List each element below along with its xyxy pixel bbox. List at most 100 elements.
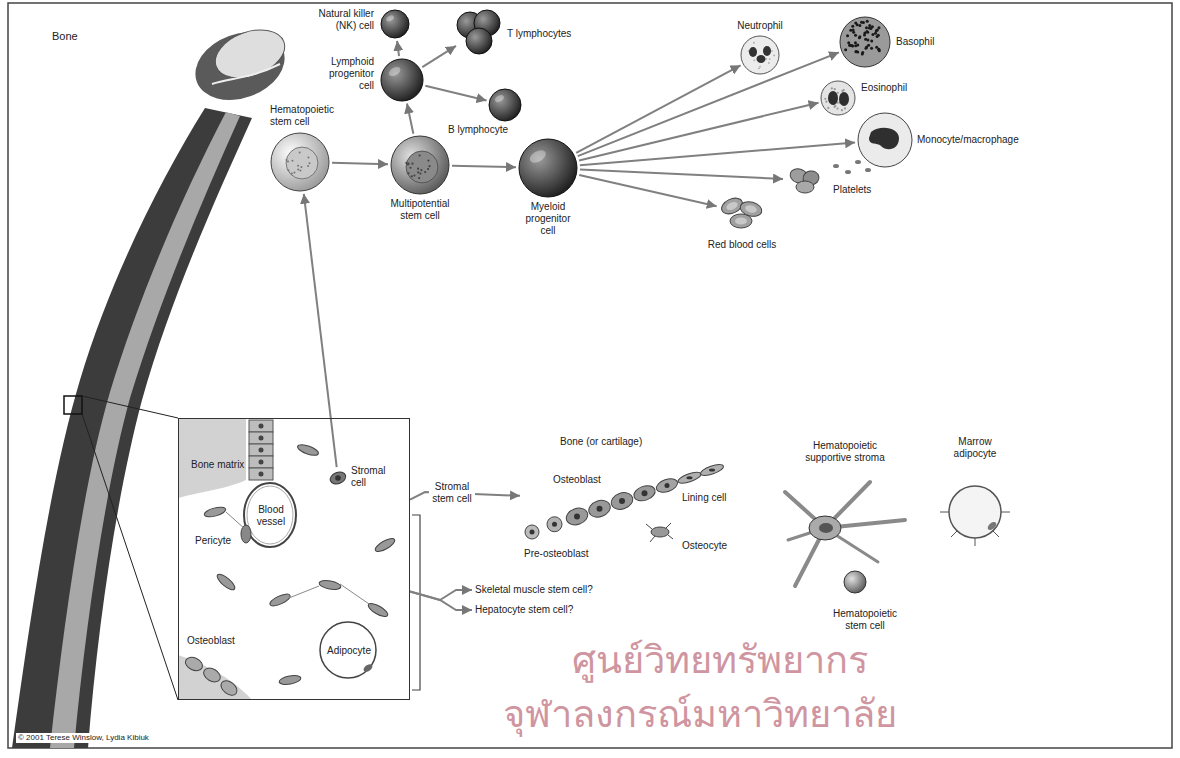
- b-lymphocyte-drawing: [488, 88, 522, 122]
- inset-illustration: [320, 622, 376, 678]
- inset-illustration: [226, 512, 246, 530]
- bone-illustration: [212, 64, 280, 84]
- monocyte-macrophage-drawing: [857, 112, 913, 168]
- zoom-lines: [64, 396, 178, 700]
- eosinophil-drawing: [841, 90, 843, 92]
- nk-cell-drawing: [381, 10, 409, 38]
- basophil-drawing: [844, 48, 847, 51]
- multipotential-stem-cell: Multipotential stem cell: [390, 135, 450, 195]
- inset-illustration: [249, 432, 273, 444]
- basophil-drawing: [877, 26, 880, 29]
- osteoblast-chain: [530, 530, 535, 535]
- stromal-cell-drawing: [329, 470, 348, 486]
- inset-illustration: [178, 418, 246, 498]
- inset-illustration: [241, 525, 251, 543]
- osteocyte: [650, 536, 655, 542]
- stromal-support-cell: [809, 516, 841, 540]
- multipotential-stem-cell-drawing: [420, 169, 422, 171]
- eosinophil: Eosinophil: [820, 80, 856, 116]
- multipotential-stem-cell-drawing: [419, 154, 421, 156]
- multipotential-stem-cell-drawing: [413, 174, 415, 176]
- lymphoid-progenitor-drawing: [381, 59, 423, 101]
- basophil-drawing: [861, 52, 864, 55]
- neutrophil: Neutrophil: [740, 35, 780, 75]
- inset-illustration: [268, 592, 291, 609]
- arrow-connector: [580, 142, 855, 165]
- hematopoietic-stem-cell-drawing: [286, 147, 318, 179]
- arrow-connector: [410, 592, 472, 610]
- neutrophil-drawing: [759, 66, 761, 68]
- osteoblast-chain: [552, 522, 557, 527]
- nk-cell-drawing: [385, 14, 395, 23]
- arrow-connector: [578, 52, 839, 156]
- cell-label: Eosinophil: [861, 82, 907, 94]
- neutrophil-drawing: [771, 50, 773, 52]
- osteoblast-chain: [642, 490, 648, 496]
- arrow-connector: [422, 46, 456, 67]
- arrow-connector: [579, 103, 818, 161]
- inset-illustration: [340, 584, 372, 606]
- marrow-adipocyte-cell: [940, 486, 1010, 546]
- watermark: ศูนย์วิทยทรัพยากร: [572, 638, 868, 682]
- inset-box: Bone matrixBlood vesselPericyteOsteoblas…: [178, 418, 410, 700]
- monocyte-macrophage: Monocyte/macrophage: [857, 112, 913, 168]
- hematopoietic-stem-cell-drawing: [270, 132, 330, 192]
- inset-illustration: [249, 420, 273, 432]
- edge-label: Stromal stem cell: [429, 481, 475, 505]
- t-lymphocytes-drawing: [454, 8, 502, 56]
- arrow-connector: [425, 86, 486, 101]
- cell-label: Adipocyte: [325, 645, 373, 657]
- stem-cell-target: Skeletal muscle stem cell?: [472, 583, 598, 597]
- inset-illustration: [289, 586, 319, 598]
- platelet-fragments: [845, 170, 851, 174]
- basophil-drawing: [858, 24, 861, 27]
- nk-cell-drawing: [380, 9, 410, 39]
- bracket: [412, 515, 420, 690]
- myeloid-progenitor-drawing: [528, 148, 548, 166]
- marrow-adipocyte-cell: [951, 531, 957, 537]
- eosinophil-drawing: [825, 101, 827, 103]
- multipotential-stem-cell-drawing: [409, 167, 411, 169]
- cell-label: Platelets: [833, 184, 871, 196]
- supportive-stroma-group: Hematopoietic supportive stromaHematopoi…: [775, 440, 915, 635]
- inset-illustration: [259, 424, 264, 429]
- cell-label: Basophil: [896, 36, 934, 48]
- basophil-drawing: [854, 34, 857, 37]
- osteocyte: [668, 535, 673, 539]
- hematopoietic-stem-cell-drawing: [300, 166, 302, 168]
- bone-illustration: [209, 21, 292, 87]
- t-lymphocytes: T lymphocytes: [454, 8, 502, 56]
- osteoblast-chain: [525, 525, 539, 539]
- connectors: [304, 41, 855, 610]
- multipotential-stem-cell-drawing: [417, 168, 419, 170]
- platelet-fragments: [833, 164, 839, 168]
- stromal-support-cell: [819, 523, 833, 533]
- basophil-drawing: [866, 39, 869, 42]
- platelets: Platelets: [785, 160, 825, 200]
- basophil-drawing: [877, 48, 880, 51]
- basophil-drawing: [865, 26, 868, 29]
- eosinophil-drawing: [821, 81, 855, 115]
- cell-label: Osteoblast: [553, 474, 601, 486]
- multipotential-stem-cell-drawing: [390, 135, 450, 195]
- eosinophil-drawing: [844, 107, 846, 109]
- arrow-connector: [407, 103, 413, 133]
- basophil-drawing: [851, 25, 854, 28]
- hematopoietic-stem-cell-drawing: [285, 159, 287, 161]
- basophil-drawing: [847, 41, 850, 44]
- neutrophil-drawing: [753, 42, 755, 44]
- basophil-drawing: [839, 16, 891, 68]
- hematopoietic-stem-cell-drawing: [297, 165, 299, 167]
- marrow-adipocyte-cell: [993, 531, 999, 537]
- zoom-lines: [64, 396, 82, 414]
- inset-illustration: [201, 665, 223, 684]
- multipotential-stem-cell-drawing: [407, 172, 409, 174]
- hematopoietic-stem-cell-drawing: [288, 169, 290, 171]
- basophil-drawing: [855, 50, 858, 53]
- multipotential-stem-cell-drawing: [411, 163, 413, 165]
- cell-label: Multipotential stem cell: [384, 198, 456, 222]
- osteoblast-chain: [677, 470, 702, 485]
- basophil-drawing: [854, 50, 857, 53]
- cell-label: Myeloid progenitor cell: [517, 201, 579, 237]
- inset-illustration: [373, 536, 396, 554]
